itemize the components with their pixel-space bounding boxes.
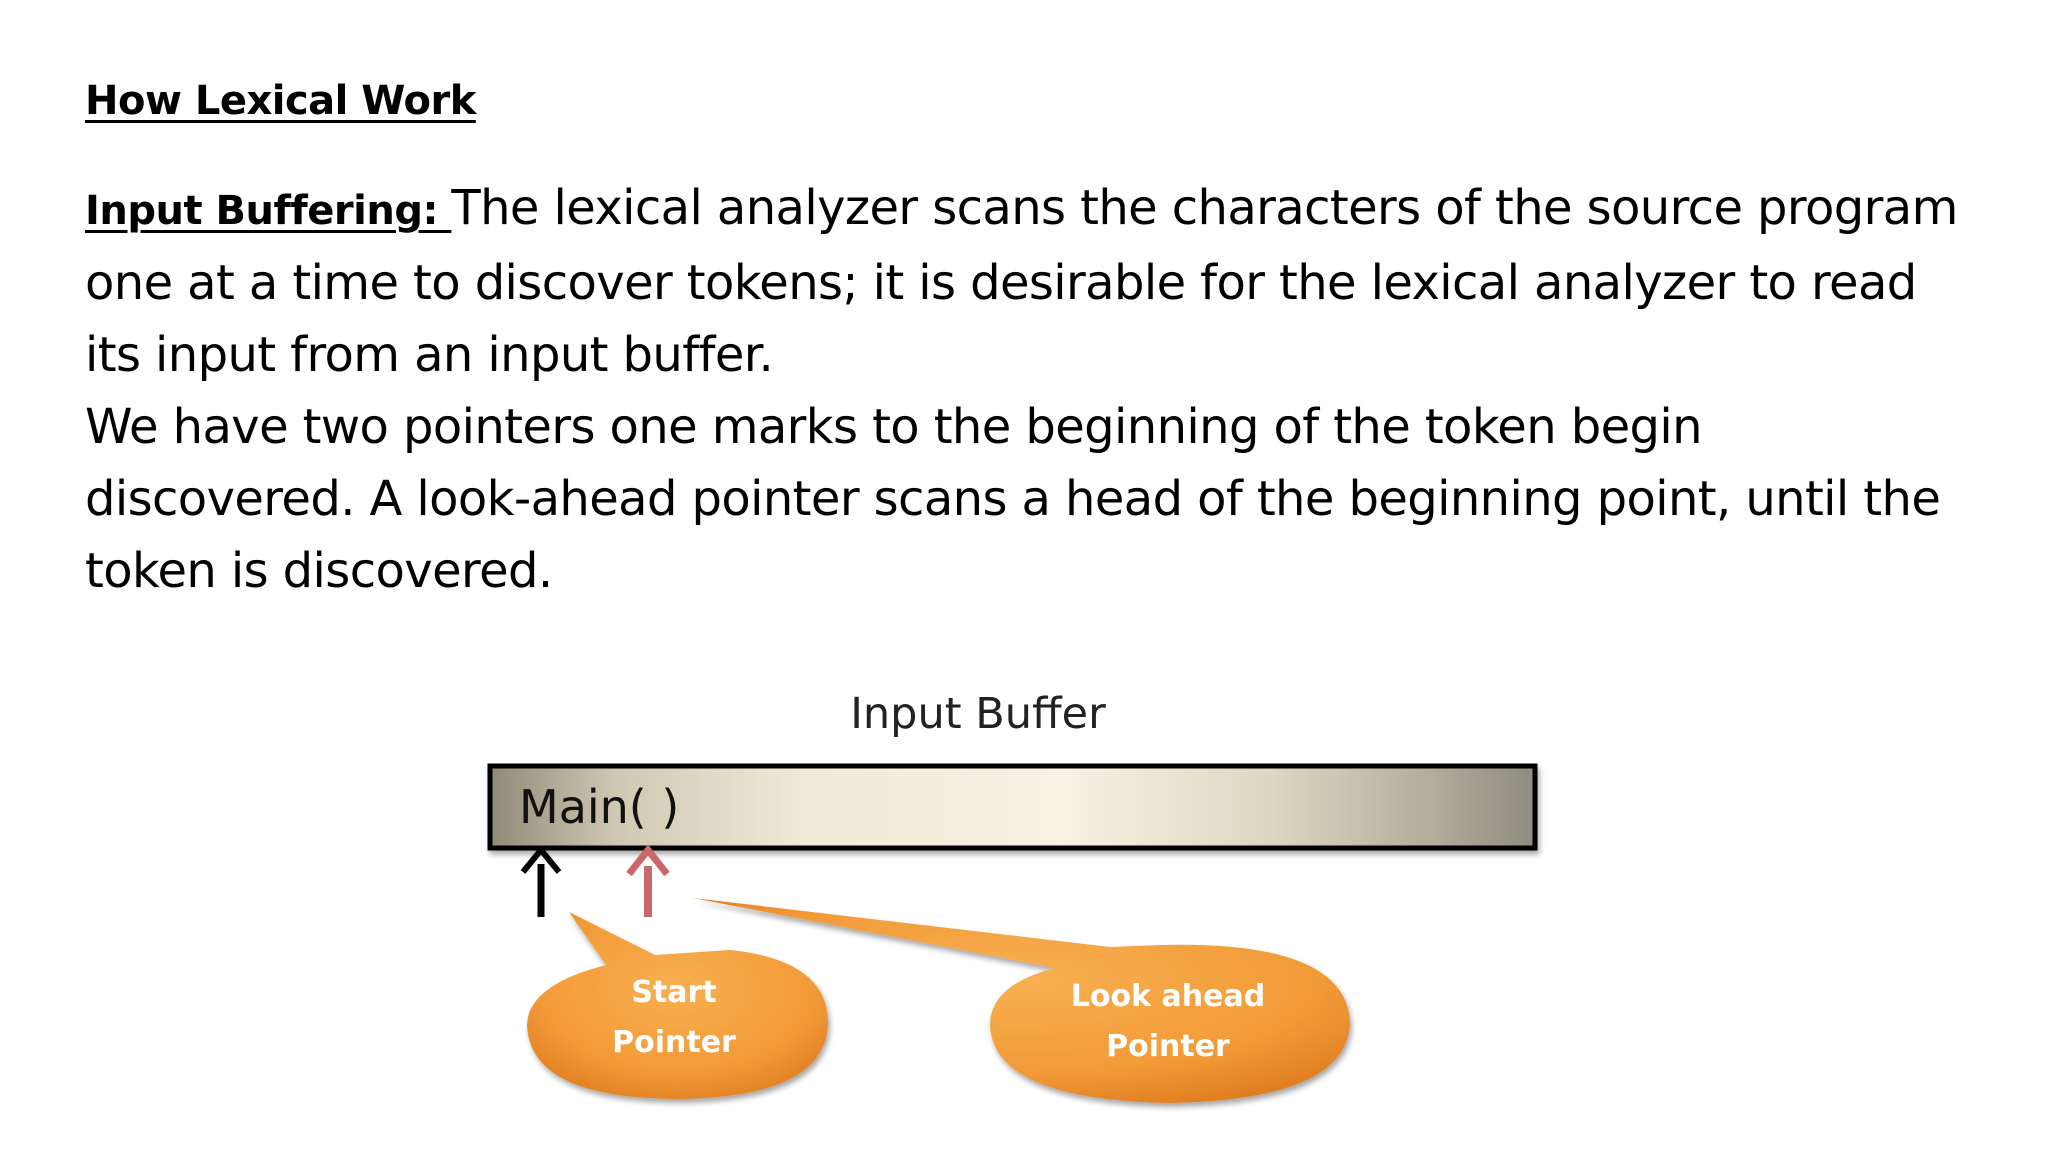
diagram-title: Input Buffer [850, 689, 1106, 739]
slide-title: How Lexical Work [85, 78, 476, 124]
paragraph-1-text: The lexical analyzer scans the character… [85, 180, 1958, 383]
body-text: Input Buffering: The lexical analyzer sc… [85, 172, 1965, 607]
lookahead-pointer-line1: Look ahead [1071, 979, 1265, 1014]
lookahead-pointer-line2: Pointer [1106, 1029, 1230, 1064]
paragraph-input-buffering: Input Buffering: The lexical analyzer sc… [85, 172, 1965, 391]
start-pointer-callout [527, 912, 828, 1099]
lookahead-pointer-callout [693, 898, 1350, 1103]
paragraph-pointers: We have two pointers one marks to the be… [85, 399, 1941, 599]
buffer-text: Main( ) [519, 780, 679, 834]
input-buffering-label: Input Buffering: [85, 188, 452, 234]
lookahead-arrow [626, 844, 670, 917]
start-pointer-line1: Start [631, 975, 716, 1010]
start-arrow [520, 845, 562, 917]
start-pointer-line2: Pointer [612, 1025, 736, 1060]
input-buffer-box [487, 763, 1538, 851]
